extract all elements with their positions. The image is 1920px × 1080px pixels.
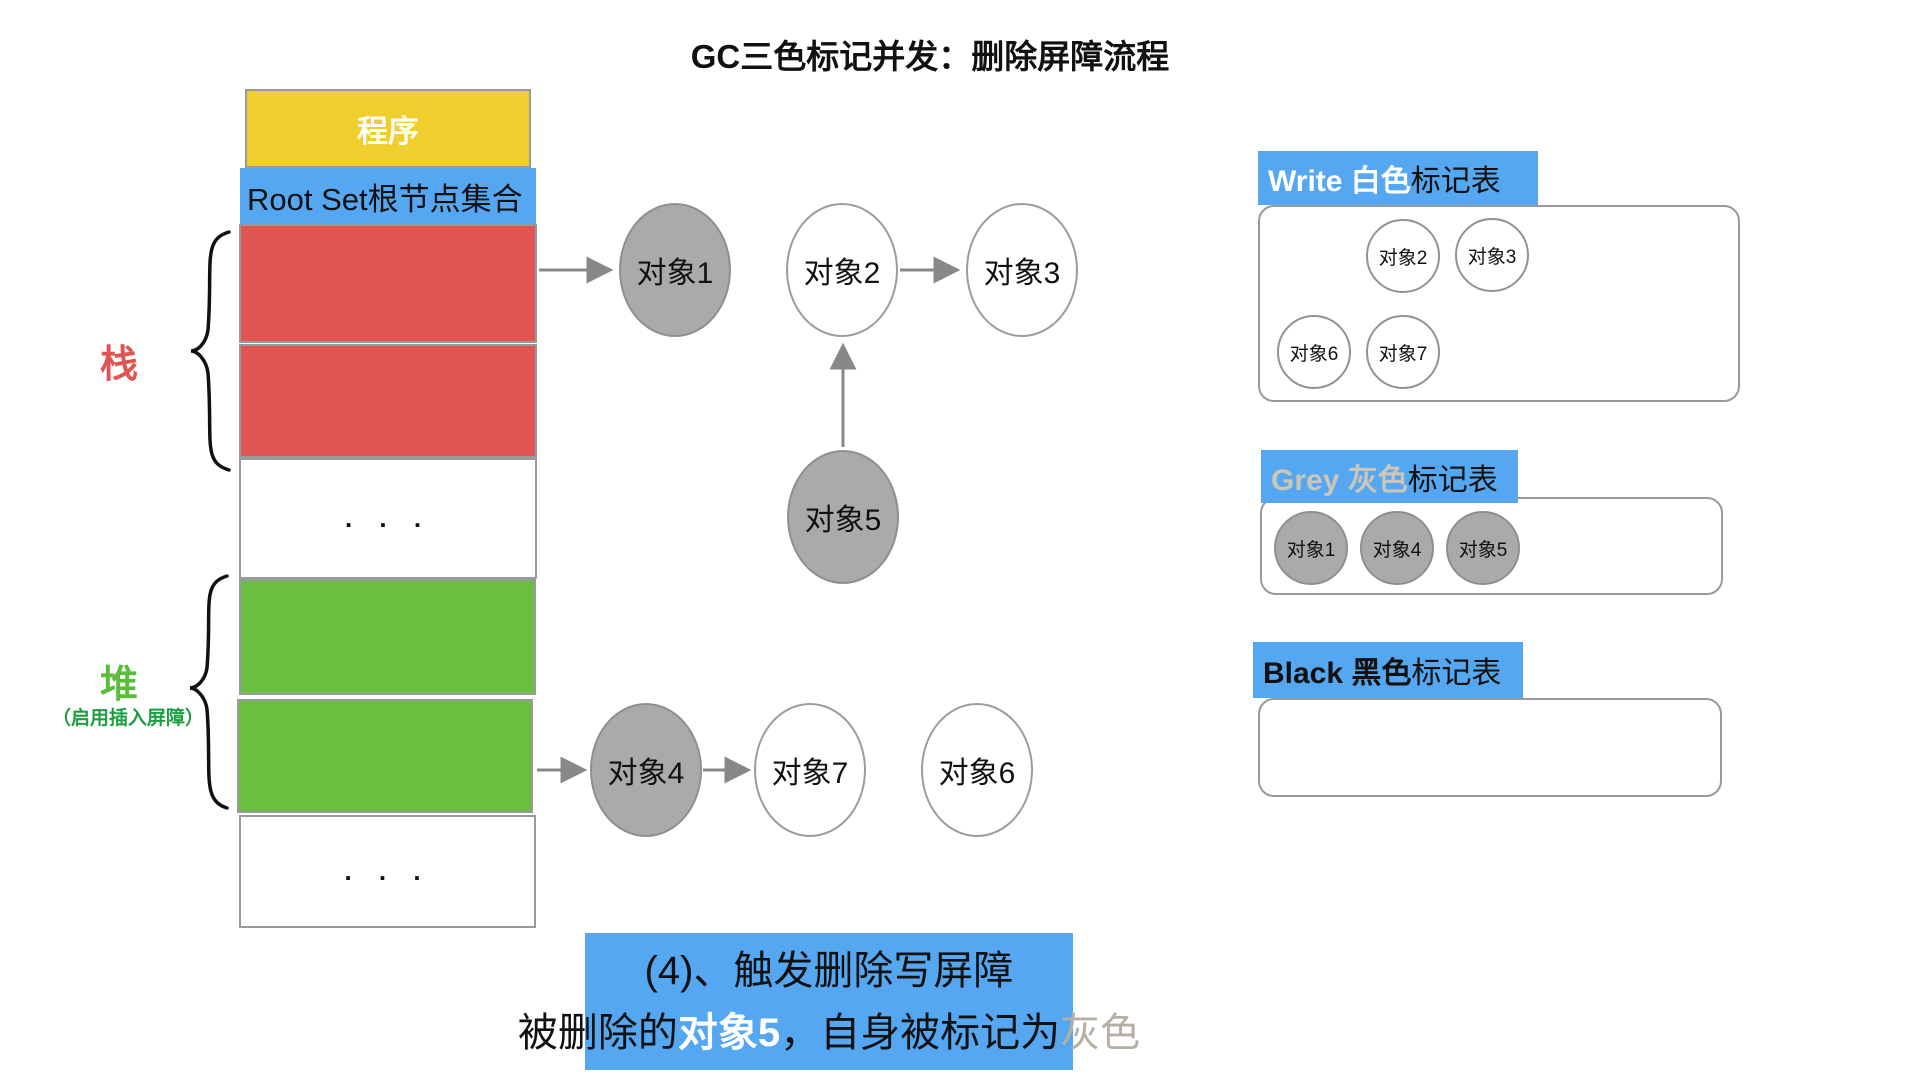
white-table-title-en: Write 白色	[1268, 165, 1411, 198]
graph-node-obj1: 对象1	[619, 203, 731, 337]
black-mark-table-header: Black 黑色标记表	[1253, 642, 1523, 698]
graph-node-obj2: 对象2	[786, 203, 898, 337]
black-table-title-suffix: 标记表	[1411, 657, 1502, 690]
caption-obj5-highlight: 对象5	[677, 1010, 781, 1055]
white-table-chip-obj3: 对象3	[1455, 218, 1529, 292]
graph-node-obj7: 对象7	[754, 703, 866, 837]
step-caption: (4)、触发删除写屏障 被删除的对象5，自身被标记为灰色	[518, 933, 1140, 1070]
heap-brace	[189, 574, 229, 810]
program-box: 程序	[245, 89, 531, 168]
stack-label: 栈	[100, 344, 139, 386]
caption-grey-highlight: 灰色	[1060, 1010, 1141, 1055]
grey-table-title-en: Grey 灰色	[1271, 463, 1408, 497]
memory-ellipsis-2: . . .	[239, 815, 536, 928]
step-caption-line1: (4)、触发删除写屏障	[644, 948, 1014, 993]
white-table-chip-obj2: 对象2	[1366, 219, 1440, 293]
step-caption-line2: 被删除的对象5，自身被标记为灰色	[517, 1010, 1141, 1055]
grey-table-chip-obj5: 对象5	[1446, 511, 1520, 585]
diagram-title: GC三色标记并发：删除屏障流程	[690, 38, 1170, 75]
graph-node-obj4: 对象4	[590, 703, 702, 837]
black-mark-table-box	[1258, 698, 1722, 797]
grey-table-chip-obj1: 对象1	[1274, 511, 1348, 585]
graph-node-obj3: 对象3	[966, 203, 1078, 337]
grey-table-title-suffix: 标记表	[1407, 463, 1498, 497]
root-set-box: Root Set根节点集合	[240, 168, 536, 224]
white-mark-table-header: Write 白色标记表	[1258, 151, 1538, 205]
graph-node-obj5: 对象5	[787, 450, 899, 584]
graph-node-obj6: 对象6	[921, 703, 1033, 837]
grey-mark-table-header: Grey 灰色标记表	[1261, 450, 1518, 503]
black-table-title-en: Black 黑色	[1263, 657, 1412, 690]
white-table-chip-obj7: 对象7	[1366, 315, 1440, 389]
white-table-title-suffix: 标记表	[1410, 165, 1501, 198]
stack-brace	[190, 230, 231, 472]
white-table-chip-obj6: 对象6	[1277, 315, 1351, 389]
stack-slot-red-1	[239, 224, 537, 343]
memory-ellipsis-1: . . .	[239, 458, 537, 579]
heap-slot-green-2	[237, 699, 533, 813]
stack-slot-red-2	[239, 344, 537, 458]
grey-table-chip-obj4: 对象4	[1360, 511, 1434, 585]
heap-label: 堆	[100, 664, 139, 706]
heap-slot-green-1	[239, 579, 536, 695]
heap-note-label: （启用插入屏障）	[52, 708, 205, 729]
